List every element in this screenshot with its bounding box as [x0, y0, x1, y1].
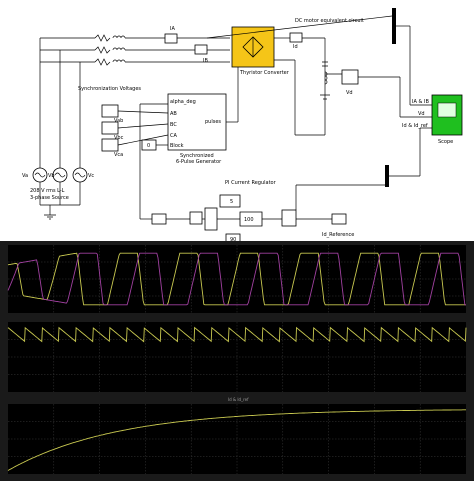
vab-sensor[interactable] [101, 104, 119, 118]
pg-bc-port: BC [170, 122, 177, 128]
panel-3-title: Id & Id_ref [228, 397, 249, 402]
dc-motor-label: DC motor equivalent circuit [295, 18, 364, 24]
id-label: Id [293, 44, 298, 50]
feedback-sum-block[interactable] [281, 209, 297, 227]
thyristor-bridge-icon [242, 36, 264, 58]
thyristor-converter-label: Thyristor Converter [239, 70, 290, 76]
integrator-block[interactable] [239, 211, 263, 227]
panel-1-grid [8, 245, 466, 313]
scope-window: Id & Id_ref [0, 241, 474, 481]
vc-label: Vc [88, 173, 94, 179]
source-rl-branches [40, 34, 230, 66]
source-label-2: 3-phase Source [30, 195, 69, 201]
ib-label: IB [203, 58, 208, 64]
sum-block[interactable] [204, 207, 218, 231]
pg-block-port: Block [170, 143, 184, 149]
saturation-block[interactable] [189, 211, 203, 225]
panel-3-series [7, 409, 466, 471]
ia-label: IA [170, 26, 175, 32]
va-label: Va [22, 173, 28, 179]
three-phase-source: Va Vb Vc 208 V rms L-L 3-phase Source [22, 38, 94, 220]
output-gain-block[interactable] [151, 213, 167, 225]
scope-port-id: Id & Id_ref [402, 123, 428, 129]
ia-measurement-block[interactable] [164, 33, 178, 44]
mux-bar-top [392, 8, 396, 44]
mux-bar-bottom [385, 165, 389, 187]
vbc-label: Vbc [114, 135, 124, 141]
simulink-diagram: IA IB Thyristor Converter Id DC motor eq… [22, 8, 463, 245]
panel-2-series [7, 326, 467, 343]
vd-label: Vd [346, 90, 353, 96]
pg-ab-port: AB [170, 111, 177, 117]
panel-1-series-b [7, 252, 466, 306]
ib-measurement-block[interactable] [194, 44, 208, 55]
scope-screen-icon [437, 102, 457, 118]
sync-voltages-label: Synchronization Voltages [78, 86, 141, 92]
id-reference-label: Id_Reference [322, 232, 354, 238]
pulse-generator-block[interactable] [167, 93, 227, 151]
scope-panel-3: Id & Id_ref [7, 397, 466, 474]
scope-port-ia-ib: IA & IB [412, 99, 429, 105]
block-constant-value: 0 [147, 143, 150, 149]
pulse-generator-label-1: Synchronized [180, 153, 214, 159]
vd-measurement-block[interactable] [341, 69, 359, 85]
panel-2-grid [8, 322, 466, 392]
vb-label: Vb [48, 173, 55, 179]
gain-100-value: 100 [244, 217, 254, 223]
scope-panel-1 [7, 245, 466, 313]
ground-icon [44, 214, 56, 220]
bias-90-value: 90 [230, 237, 236, 243]
vab-label: Vab [114, 118, 123, 124]
panel-1-series-a [7, 252, 466, 306]
pg-alpha-port: alpha_deg [170, 99, 196, 105]
vca-label: Vca [114, 152, 123, 158]
scope-panel-2 [7, 322, 467, 392]
scope-port-vd: Vd [418, 111, 425, 117]
panel-3-grid [8, 404, 466, 474]
id-reference-block[interactable] [331, 213, 347, 225]
scope-label: Scope [438, 139, 453, 145]
source-label-1: 208 V rms L-L [30, 188, 65, 194]
pg-pulses-port: pulses [205, 119, 221, 125]
pi-regulator-label: PI Current Regulator [225, 180, 277, 186]
id-measurement-block[interactable] [289, 32, 303, 43]
gain-5-block[interactable] [219, 194, 241, 208]
pulse-generator-label-2: 6-Pulse Generator [176, 159, 222, 165]
pg-ca-port: CA [170, 133, 177, 139]
gain-5-value: 5 [230, 199, 233, 205]
